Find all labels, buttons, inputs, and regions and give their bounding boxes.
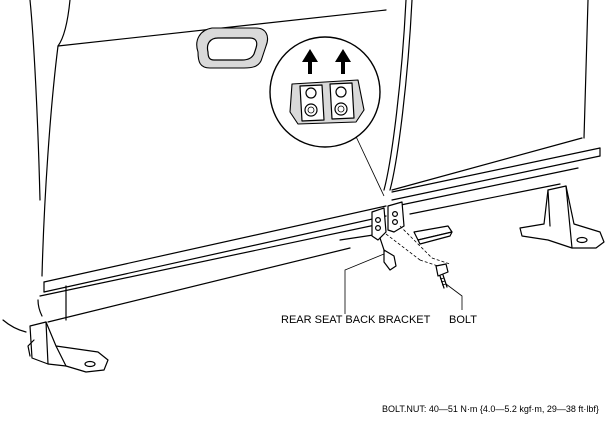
leader-line-bracket [344,253,385,314]
rear-seat-back-bracket [371,201,453,271]
left-seat-back-panel [2,0,387,333]
torque-spec-text: BOLT.NUT: 40—51 N·m {4.0—5.2 kgf·m, 29—3… [382,404,599,414]
right-mounting-foot [519,185,605,249]
bolt [435,263,449,289]
rear-seat-back-bracket-label: REAR SEAT BACK BRACKET [281,314,431,326]
left-mounting-foot [27,321,109,373]
seat-frame [37,147,601,323]
leader-line-bolt [445,283,463,310]
up-arrow-icon [302,49,318,74]
up-arrow-icon [335,49,351,74]
right-seat-back-panel [383,0,589,191]
detail-callout [269,36,385,197]
exploded-view-guides [385,225,451,267]
bolt-label: BOLT [449,314,477,326]
